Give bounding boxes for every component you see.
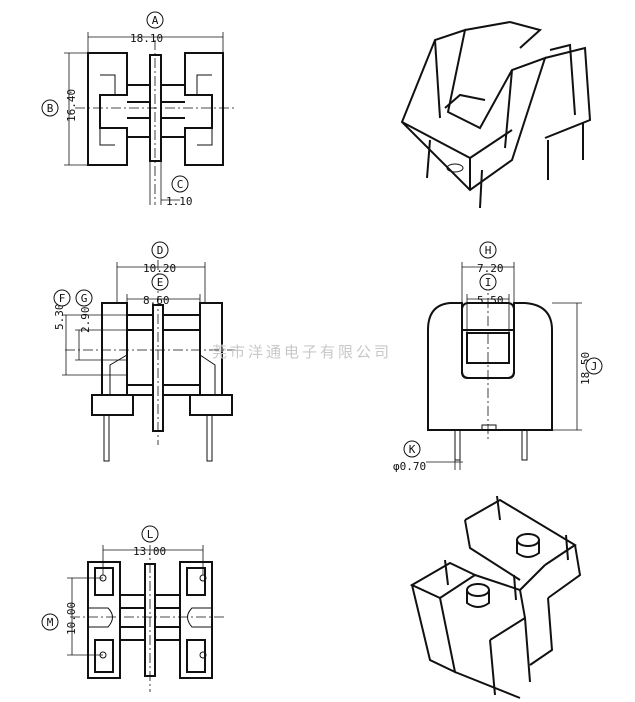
svg-text:J: J (591, 360, 598, 373)
svg-text:H: H (485, 244, 492, 257)
iso-view-bottom (409, 495, 582, 699)
svg-text:M: M (47, 616, 54, 629)
svg-text:C: C (177, 178, 184, 191)
dim-m-value: 10.00 (65, 602, 78, 635)
dim-h-value: 7.20 (477, 262, 504, 275)
callout-e: E (151, 273, 169, 291)
dim-f-value: 5.30 (53, 304, 66, 331)
dim-a-value: 18.10 (130, 32, 163, 45)
callout-b: B (41, 99, 59, 117)
svg-text:F: F (59, 292, 66, 305)
callout-d: D (151, 241, 169, 259)
side-view (426, 262, 582, 470)
dim-b-value: 16.40 (65, 89, 78, 122)
callout-g: G (75, 289, 93, 307)
iso-view-top (400, 20, 592, 209)
callout-l: L (141, 525, 159, 543)
svg-text:L: L (147, 528, 154, 541)
callout-i: I (479, 273, 497, 291)
callout-j: J (585, 357, 603, 375)
svg-text:I: I (485, 276, 492, 289)
svg-text:B: B (47, 102, 54, 115)
callout-f: F (53, 289, 71, 307)
svg-text:E: E (157, 276, 164, 289)
front-view (62, 260, 235, 462)
callout-m: M (41, 613, 59, 631)
dim-e-value: 8.60 (143, 294, 170, 307)
dim-k-value: φ0.70 (393, 460, 426, 473)
callout-c: C (171, 175, 189, 193)
dim-c-value: 1.10 (166, 195, 193, 208)
watermark-text: 莞市洋通电子有限公司 (212, 343, 392, 361)
dim-d-value: 10.20 (143, 262, 176, 275)
svg-text:K: K (409, 443, 416, 456)
top-view (64, 32, 235, 205)
dim-l-value: 13.00 (133, 545, 166, 558)
svg-text:D: D (157, 244, 164, 257)
callout-k: K (403, 440, 421, 458)
svg-text:A: A (152, 14, 159, 27)
dim-g-value: 2.90 (79, 307, 92, 334)
callout-a: A (146, 11, 164, 29)
bottom-view (67, 545, 225, 692)
dim-i-value: 5.50 (477, 294, 504, 307)
callout-h: H (479, 241, 497, 259)
svg-text:G: G (81, 292, 88, 305)
